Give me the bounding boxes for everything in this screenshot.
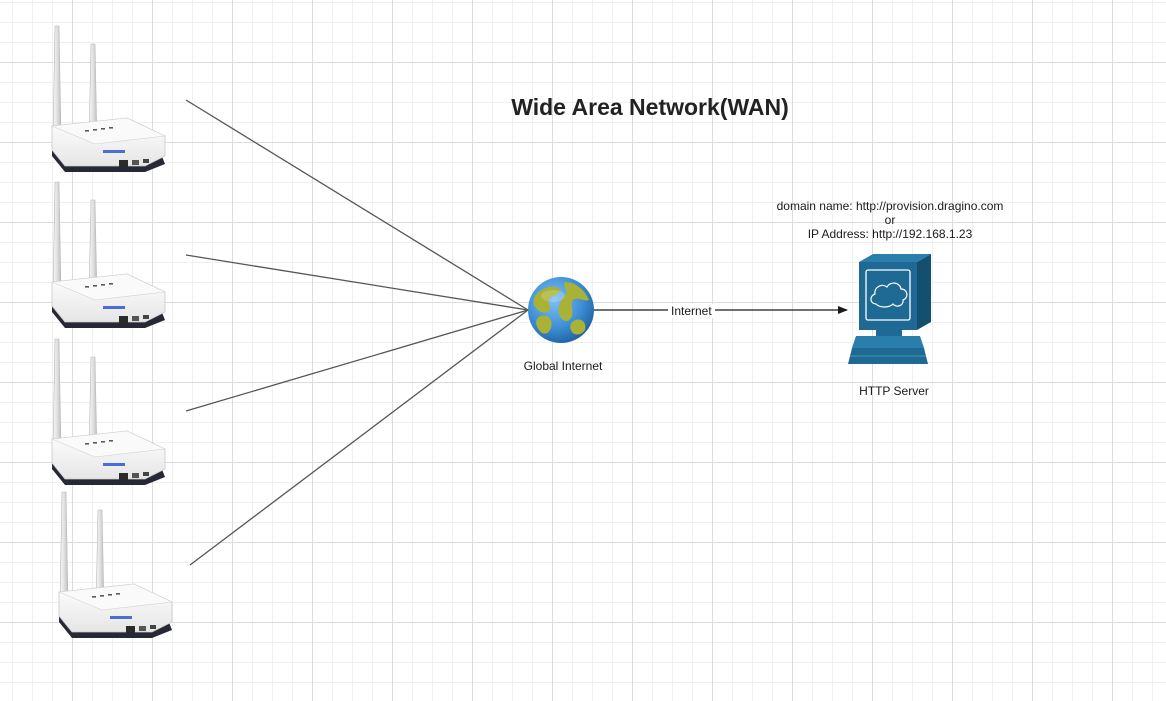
router-gateway-1 — [51, 25, 166, 173]
server-or-text: or — [884, 213, 896, 227]
server-address-note: domain name: http://provision.dragino.co… — [740, 199, 1040, 241]
gateway-2-link — [185, 254, 529, 311]
internet-edge-label: Internet — [668, 304, 715, 318]
gateway-1-link — [185, 99, 529, 311]
computer-terminal-icon — [848, 254, 931, 364]
gateway-4-link — [189, 309, 529, 566]
router-gateway-2 — [51, 181, 166, 329]
connection-lines — [185, 99, 848, 566]
router-gateway-3 — [51, 338, 166, 486]
diagram-title: Wide Area Network(WAN) — [511, 94, 789, 120]
server-ip-text: IP Address: http://192.168.1.23 — [807, 227, 973, 241]
http-server-label: HTTP Server — [859, 384, 929, 398]
router-gateway-4 — [58, 491, 173, 639]
globe-icon — [528, 277, 594, 343]
gateway-group — [51, 25, 173, 639]
gateway-3-link — [185, 309, 529, 412]
server-domain-text: domain name: http://provision.dragino.co… — [776, 199, 1004, 213]
global-internet-label: Global Internet — [523, 359, 603, 373]
